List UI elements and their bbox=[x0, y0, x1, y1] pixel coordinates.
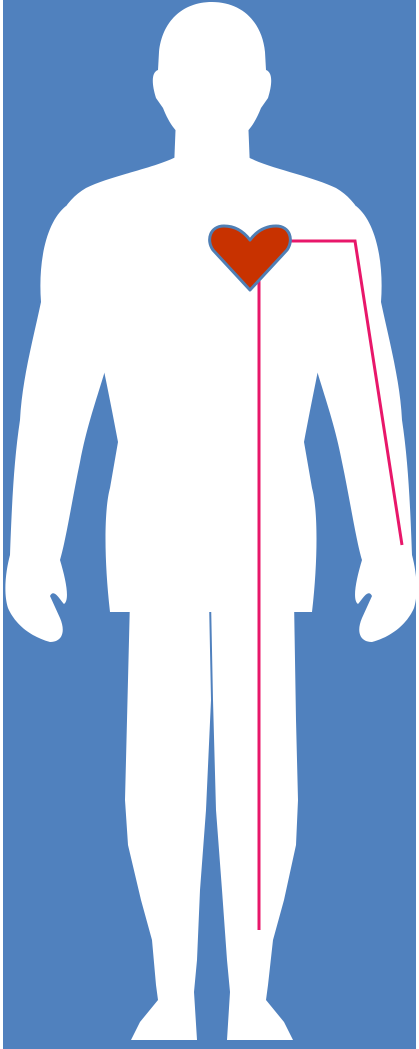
body-diagram bbox=[0, 0, 419, 1049]
body-diagram-svg bbox=[0, 0, 419, 1049]
